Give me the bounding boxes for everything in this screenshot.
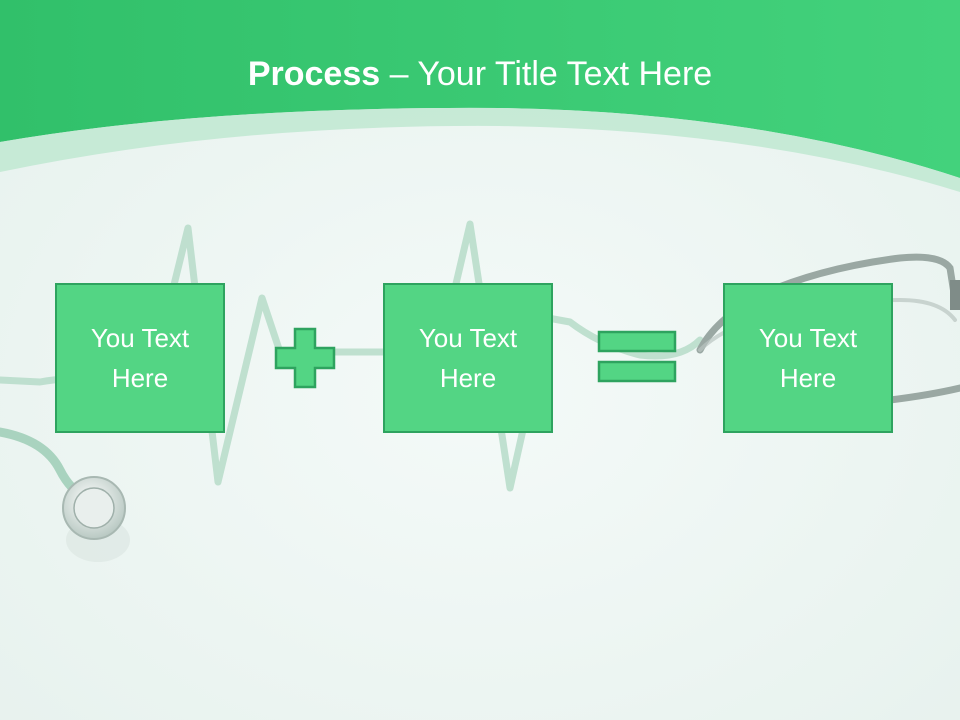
plus-icon [274,327,336,389]
page-title: Process – Your Title Text Here [0,52,960,96]
process-box-1-line2: Here [111,363,169,393]
process-box-2-line1: You Text [418,323,518,353]
header-band [0,0,960,178]
stethoscope-chestpiece-icon [62,476,130,562]
equals-icon [597,330,677,383]
title-bold: Process [247,55,381,93]
header-swoosh [0,107,960,192]
process-box-2[interactable]: You Text Here [383,283,553,433]
process-box-3-line2: Here [779,363,837,393]
process-box-2-line2: Here [439,363,497,393]
title-rest: – Your Title Text Here [380,55,713,93]
process-box-1-line1: You Text [90,323,190,353]
process-box-1[interactable]: You Text Here [55,283,225,433]
process-box-3-line1: You Text [758,323,858,353]
process-box-3[interactable]: You Text Here [723,283,893,433]
